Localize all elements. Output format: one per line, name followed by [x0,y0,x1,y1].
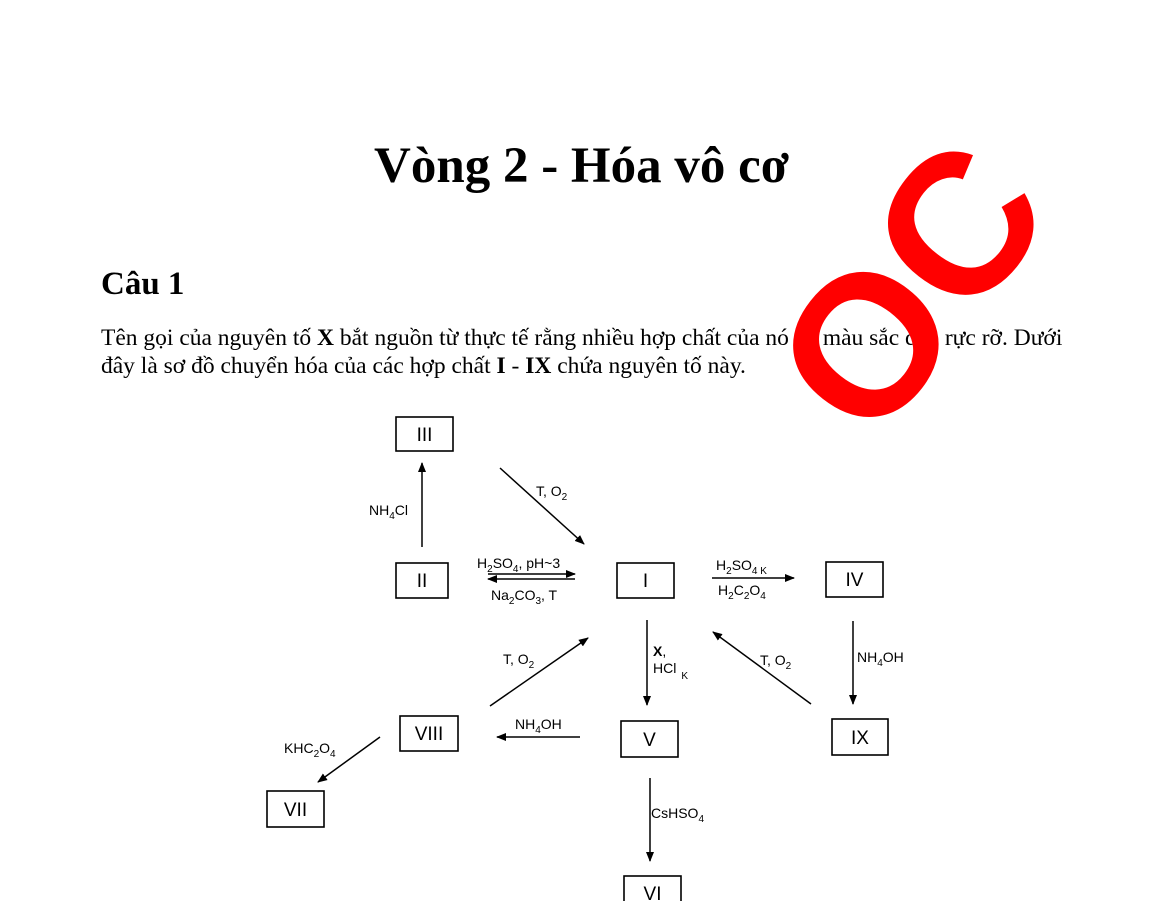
node-iv: IV [825,561,884,598]
label-nh4oh-v: NH4OH [515,716,562,736]
node-iii-label: III [417,425,433,446]
para-text-2: bắt nguồn từ thực tế rằng nhiều hợp chất… [101,325,1063,379]
para-text-3: chứa nguyên tố này. [551,353,746,379]
node-ii: II [395,562,449,599]
node-viii-label: VIII [415,724,444,745]
page-title: Vòng 2 - Hóa vô cơ [374,138,789,194]
node-vi: VI [623,875,682,901]
arrow-iii-to-i [499,467,585,545]
para-element-x: X [317,325,334,351]
label-t-o2-ix: T, O2 [760,652,792,672]
question-paragraph: Tên gọi của nguyên tố X bắt nguồn từ thự… [101,324,1081,380]
node-ix-label: IX [851,728,869,749]
arrow-viii-to-vii [317,736,381,783]
label-h2so4-ph: H2SO4, pH~3 [477,555,560,575]
para-compound-i: I [496,353,506,379]
para-text-1: Tên gọi của nguyên tố [101,325,318,351]
label-t-o2-iii: T, O2 [536,483,568,503]
label-hcl-k: HClK [653,660,688,682]
label-na2co3-t: Na2CO3, T [491,587,558,607]
node-vi-label: VI [644,884,662,901]
label-khc2o4: KHC2O4 [284,740,336,760]
arrow-viii-to-i [489,637,589,707]
arrow-ix-to-i [712,631,812,705]
node-viii: VIII [399,715,459,752]
para-dash: - [505,353,526,379]
node-i: I [616,562,675,599]
label-nh4oh-iv: NH4OH [857,649,904,669]
node-iv-label: IV [846,570,864,591]
node-iii: III [395,416,454,452]
node-v: V [620,720,679,758]
node-v-label: V [643,730,656,751]
label-h2c2o4: H2C2O4 [718,582,766,602]
node-vii: VII [266,790,325,828]
node-vii-label: VII [284,800,307,821]
section-heading: Câu 1 [101,266,185,302]
para-compound-ix: IX [525,353,552,379]
label-t-o2-viii: T, O2 [503,651,535,671]
label-h2so4-k: H2SO4 K [716,557,767,577]
label-x: X, [653,643,666,659]
label-cshso4: CsHSO4 [651,805,704,825]
node-ix: IX [831,718,889,756]
label-nh4cl: NH4Cl [369,502,408,522]
node-i-label: I [643,571,648,592]
node-ii-label: II [417,571,428,592]
